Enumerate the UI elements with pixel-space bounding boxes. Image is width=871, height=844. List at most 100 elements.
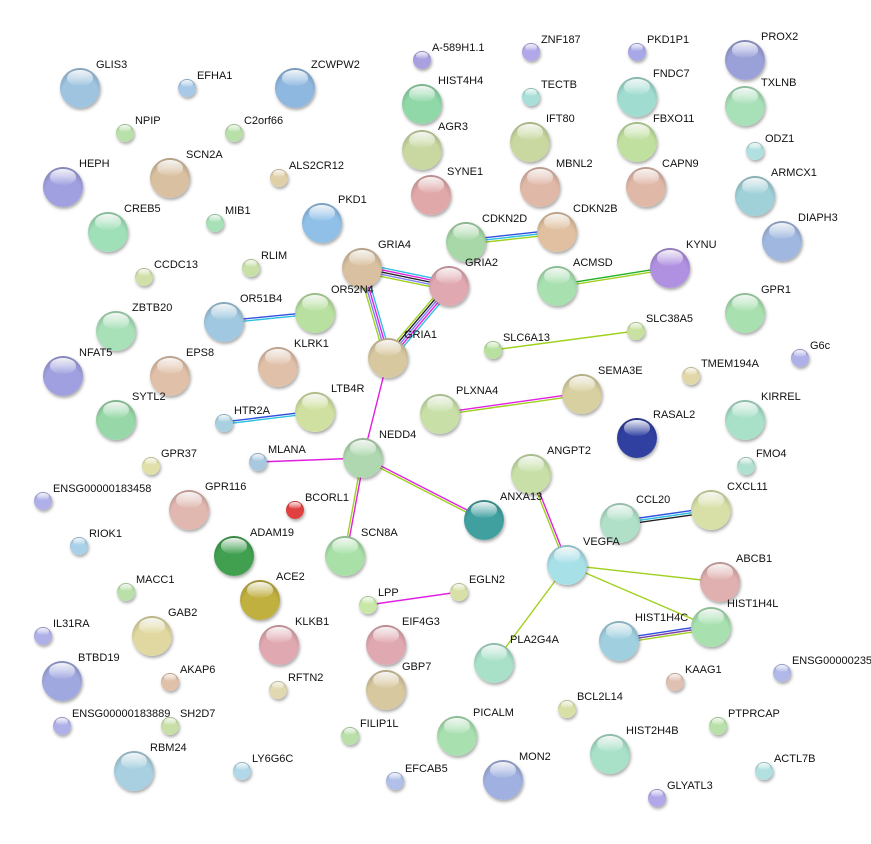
node-rasal2[interactable] bbox=[617, 418, 657, 458]
node-macc1[interactable] bbox=[117, 583, 135, 601]
node-fmo4[interactable] bbox=[737, 457, 755, 475]
node-odz1[interactable] bbox=[746, 142, 764, 160]
node-klkb1[interactable] bbox=[259, 625, 299, 665]
node-gbp7[interactable] bbox=[366, 670, 406, 710]
node-glis3[interactable] bbox=[60, 68, 100, 108]
node-btbd19[interactable] bbox=[42, 661, 82, 701]
node-hist1h4c[interactable] bbox=[599, 621, 639, 661]
node-plxna4[interactable] bbox=[420, 394, 460, 434]
node-kaag1[interactable] bbox=[666, 673, 684, 691]
node-ensg00000235[interactable] bbox=[773, 664, 791, 682]
node-riok1[interactable] bbox=[70, 537, 88, 555]
node-capn9[interactable] bbox=[626, 167, 666, 207]
node-pkd1p1[interactable] bbox=[628, 43, 646, 61]
node-akap6[interactable] bbox=[161, 673, 179, 691]
node-sh2d7[interactable] bbox=[161, 717, 179, 735]
edge-lpp-egln2[interactable] bbox=[367, 591, 460, 606]
node-eif4g3[interactable] bbox=[366, 625, 406, 665]
node-picalm[interactable] bbox=[437, 716, 477, 756]
node-slc38a5[interactable] bbox=[627, 322, 645, 340]
node-hist1h4l[interactable] bbox=[691, 607, 731, 647]
node-ensg00000183889[interactable] bbox=[53, 717, 71, 735]
node-hist4h4[interactable] bbox=[402, 84, 442, 124]
node-slc6a13[interactable] bbox=[484, 341, 502, 359]
edge-slc6a13-slc38a5[interactable] bbox=[492, 330, 637, 351]
node-abcb1[interactable] bbox=[700, 562, 740, 602]
node-nedd4[interactable] bbox=[343, 438, 383, 478]
node-cxcl11[interactable] bbox=[691, 490, 731, 530]
node-nfat5[interactable] bbox=[43, 356, 83, 396]
node-zbtb20[interactable] bbox=[96, 311, 136, 351]
node-vegfa[interactable] bbox=[547, 545, 587, 585]
node-als2cr12[interactable] bbox=[270, 169, 288, 187]
node-rlim[interactable] bbox=[242, 259, 260, 277]
node-prox2[interactable] bbox=[725, 40, 765, 80]
node-scn8a[interactable] bbox=[325, 536, 365, 576]
node-angpt2[interactable] bbox=[511, 454, 551, 494]
node-acmsd[interactable] bbox=[537, 266, 577, 306]
node-fbxo11[interactable] bbox=[617, 122, 657, 162]
edge-vegfa-hist1h4l[interactable] bbox=[566, 564, 712, 628]
node-scn2a[interactable] bbox=[150, 158, 190, 198]
node-mbnl2[interactable] bbox=[520, 167, 560, 207]
node-hist2h4b[interactable] bbox=[590, 734, 630, 774]
node-ptprcap[interactable] bbox=[709, 717, 727, 735]
node-npip[interactable] bbox=[116, 124, 134, 142]
node-or51b4[interactable] bbox=[204, 302, 244, 342]
node-tectb[interactable] bbox=[522, 88, 540, 106]
node-rbm24[interactable] bbox=[114, 751, 154, 791]
node-filip1l[interactable] bbox=[341, 727, 359, 745]
node-diaph3[interactable] bbox=[762, 221, 802, 261]
node-mib1[interactable] bbox=[206, 214, 224, 232]
node-il31ra[interactable] bbox=[34, 627, 52, 645]
node-eps8[interactable] bbox=[150, 356, 190, 396]
node-gpr37[interactable] bbox=[142, 457, 160, 475]
node-pkd1[interactable] bbox=[302, 203, 342, 243]
node-ly6g6c[interactable] bbox=[233, 762, 251, 780]
node-sema3e[interactable] bbox=[562, 374, 602, 414]
node-txlnb[interactable] bbox=[725, 86, 765, 126]
node-kirrel[interactable] bbox=[725, 400, 765, 440]
node-gria2[interactable] bbox=[429, 266, 469, 306]
node-rftn2[interactable] bbox=[269, 681, 287, 699]
node-ift80[interactable] bbox=[510, 122, 550, 162]
node-sytl2[interactable] bbox=[96, 400, 136, 440]
node-znf187[interactable] bbox=[522, 43, 540, 61]
node-htr2a[interactable] bbox=[215, 414, 233, 432]
node-agr3[interactable] bbox=[402, 130, 442, 170]
node-c2orf66[interactable] bbox=[225, 124, 243, 142]
node-gpr116[interactable] bbox=[169, 490, 209, 530]
node-armcx1[interactable] bbox=[735, 176, 775, 216]
edge-vegfa-abcb1[interactable] bbox=[566, 564, 721, 583]
node-gria1[interactable] bbox=[368, 338, 408, 378]
node-tmem194a[interactable] bbox=[682, 367, 700, 385]
node-a-589h1-1[interactable] bbox=[413, 51, 431, 69]
node-zcwpw2[interactable] bbox=[275, 68, 315, 108]
node-bcl2l14[interactable] bbox=[558, 700, 576, 718]
node-gpr1[interactable] bbox=[725, 293, 765, 333]
node-efcab5[interactable] bbox=[386, 772, 404, 790]
node-ltb4r[interactable] bbox=[295, 392, 335, 432]
node-egln2[interactable] bbox=[450, 583, 468, 601]
edge-plxna4-sema3e[interactable] bbox=[439, 392, 583, 416]
node-syne1[interactable] bbox=[411, 175, 451, 215]
node-efha1[interactable] bbox=[178, 79, 196, 97]
node-mlana[interactable] bbox=[249, 453, 267, 471]
node-ensg00000183458[interactable] bbox=[34, 492, 52, 510]
node-adam19[interactable] bbox=[214, 536, 254, 576]
node-fndc7[interactable] bbox=[617, 77, 657, 117]
node-gria4[interactable] bbox=[342, 248, 382, 288]
node-ccdc13[interactable] bbox=[135, 268, 153, 286]
node-anxa13[interactable] bbox=[464, 500, 504, 540]
node-mon2[interactable] bbox=[483, 760, 523, 800]
node-cdkn2b[interactable] bbox=[537, 212, 577, 252]
node-klrk1[interactable] bbox=[258, 347, 298, 387]
node-g6c[interactable] bbox=[791, 349, 809, 367]
node-gab2[interactable] bbox=[132, 616, 172, 656]
node-creb5[interactable] bbox=[88, 212, 128, 252]
node-lpp[interactable] bbox=[359, 596, 377, 614]
node-cdkn2d[interactable] bbox=[446, 222, 486, 262]
node-or52n4[interactable] bbox=[295, 293, 335, 333]
node-glyatl3[interactable] bbox=[648, 789, 666, 807]
node-heph[interactable] bbox=[43, 167, 83, 207]
